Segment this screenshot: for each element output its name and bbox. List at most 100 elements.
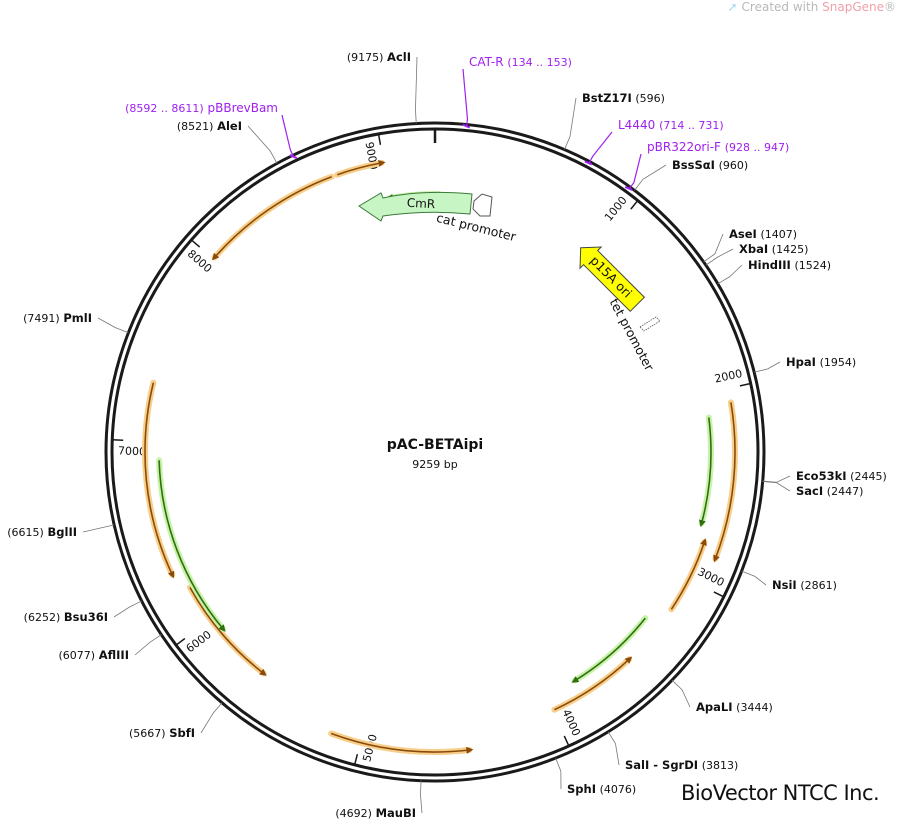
site-coord: (2861) [800, 579, 837, 592]
tick-label: 7000 [118, 444, 146, 458]
primer-mark[interactable] [624, 185, 633, 191]
cat-promoter-arrow[interactable] [472, 193, 493, 217]
primer-label[interactable]: pBR322ori-F (928 .. 947) [647, 140, 789, 154]
site-coord: (1407) [760, 228, 797, 241]
site-name: Bsu36I [64, 610, 108, 624]
restriction-site-label[interactable]: BssSαI (960) [672, 158, 748, 172]
site-leader-line [113, 600, 142, 618]
cmr-feature-arrow[interactable] [358, 191, 473, 222]
cmr-label: CmR [406, 196, 435, 211]
tick-label: 4000 [559, 707, 582, 738]
site-coord: (4692) [335, 807, 372, 820]
restriction-site-label[interactable]: (8521) AleI [177, 119, 242, 133]
site-leader-line [741, 570, 767, 586]
site-coord: (8521) [177, 120, 214, 133]
restriction-site-label[interactable]: (6252) Bsu36I [24, 610, 108, 624]
orf-arc[interactable] [670, 538, 707, 610]
site-leader-line [762, 475, 791, 483]
orf-glow [156, 457, 226, 632]
tick-label: 3000 [696, 565, 727, 589]
site-leader-line [97, 317, 129, 334]
site-name: AseI [729, 227, 757, 241]
restriction-site-label[interactable]: NsiI (2861) [772, 578, 837, 592]
site-name: AflIII [99, 648, 129, 662]
site-leader-line [564, 97, 577, 150]
site-name: AleI [217, 119, 242, 133]
restriction-site-label[interactable]: HpaI (1954) [786, 355, 856, 369]
orf-arc[interactable] [698, 417, 712, 528]
restriction-site-label[interactable]: (6615) BglII [7, 525, 77, 539]
site-leader-line [420, 780, 423, 814]
orf-glow [712, 399, 738, 562]
primer-label[interactable]: (8592 .. 8611) pBBrevBam [125, 101, 278, 115]
site-name: BssSαI [672, 158, 715, 172]
site-leader-line [717, 264, 743, 285]
primer-label[interactable]: L4440 (714 .. 731) [618, 118, 724, 132]
restriction-site-label[interactable]: XbaI (1425) [739, 242, 808, 256]
restriction-site-label[interactable]: HindIII (1524) [748, 258, 831, 272]
tick-mark [739, 382, 751, 387]
site-name: NsiI [772, 578, 797, 592]
site-labels: (9175) AclI BstZ17I (596) BssSαI (960) AseI… [7, 50, 886, 820]
site-coord: (1954) [820, 356, 857, 369]
site-coord: (3444) [736, 701, 773, 714]
orf-arc[interactable] [144, 382, 175, 579]
primer-mark[interactable] [462, 123, 471, 129]
site-coord: (2447) [827, 485, 864, 498]
restriction-site-label[interactable]: ApaLI (3444) [696, 700, 773, 714]
orf-arc[interactable] [189, 587, 267, 676]
site-name: BstZ17I [582, 91, 632, 105]
primer-label[interactable]: CAT-R (134 .. 153) [469, 55, 572, 69]
tet-promoter-arrow[interactable] [639, 316, 661, 332]
orf-arc[interactable] [713, 402, 736, 563]
site-name: SalI - SgrDI [625, 758, 698, 772]
orf-arc[interactable] [330, 732, 474, 754]
restriction-site-label[interactable]: BstZ17I (596) [582, 91, 665, 105]
site-name: Eco53kI [796, 469, 847, 483]
primer-mark[interactable] [289, 154, 298, 159]
orf-arc[interactable] [337, 160, 386, 176]
primer-name: pBR322ori-F [647, 140, 721, 154]
site-leader-line [754, 361, 781, 373]
orf-arc[interactable] [554, 656, 633, 711]
tick-mark [563, 735, 570, 747]
primer-leader-line [588, 131, 613, 164]
orf-arc[interactable] [571, 617, 646, 683]
site-leader-line [415, 56, 418, 124]
restriction-site-label[interactable]: AseI (1407) [729, 227, 797, 241]
orf-arc[interactable] [158, 460, 226, 632]
restriction-site-label[interactable]: (6077) AflIII [59, 648, 130, 662]
restriction-site-label[interactable]: (9175) AclI [347, 50, 411, 64]
orf-arc[interactable] [211, 175, 332, 261]
site-name: SbfI [169, 726, 195, 740]
primer-leader-line [462, 68, 469, 127]
restriction-site-label[interactable]: SalI - SgrDI (3813) [625, 758, 738, 772]
site-coord: (1524) [794, 259, 831, 272]
tick-label: 8000 [185, 247, 215, 275]
restriction-site-label[interactable]: SacI (2447) [796, 484, 863, 498]
tick-mark [190, 239, 201, 248]
site-name: HindIII [748, 258, 791, 272]
primer-coord: (8592 .. 8611) [125, 102, 204, 115]
site-leader-line [762, 481, 791, 492]
site-name: MauBI [376, 806, 416, 820]
site-leader-line [134, 634, 162, 656]
site-coord: (6615) [7, 526, 44, 539]
tick-mark [377, 133, 382, 145]
site-leader-line [555, 757, 562, 790]
restriction-site-label[interactable]: (5667) SbfI [129, 726, 195, 740]
restriction-site-label[interactable]: Eco53kI (2445) [796, 469, 887, 483]
site-coord: (5667) [129, 727, 166, 740]
site-name: SacI [796, 484, 823, 498]
site-name: SphI [567, 782, 596, 796]
primer-mark[interactable] [584, 160, 593, 166]
restriction-site-label[interactable]: (7491) PmlI [23, 311, 92, 325]
orf-glow [211, 173, 335, 261]
restriction-site-label[interactable]: SphI (4076) [567, 782, 636, 796]
site-leaders [82, 56, 791, 814]
restriction-site-label[interactable]: (4692) MauBI [335, 806, 416, 820]
site-coord: (3813) [702, 759, 739, 772]
site-coord: (1425) [772, 243, 809, 256]
site-leader-line [634, 164, 667, 191]
